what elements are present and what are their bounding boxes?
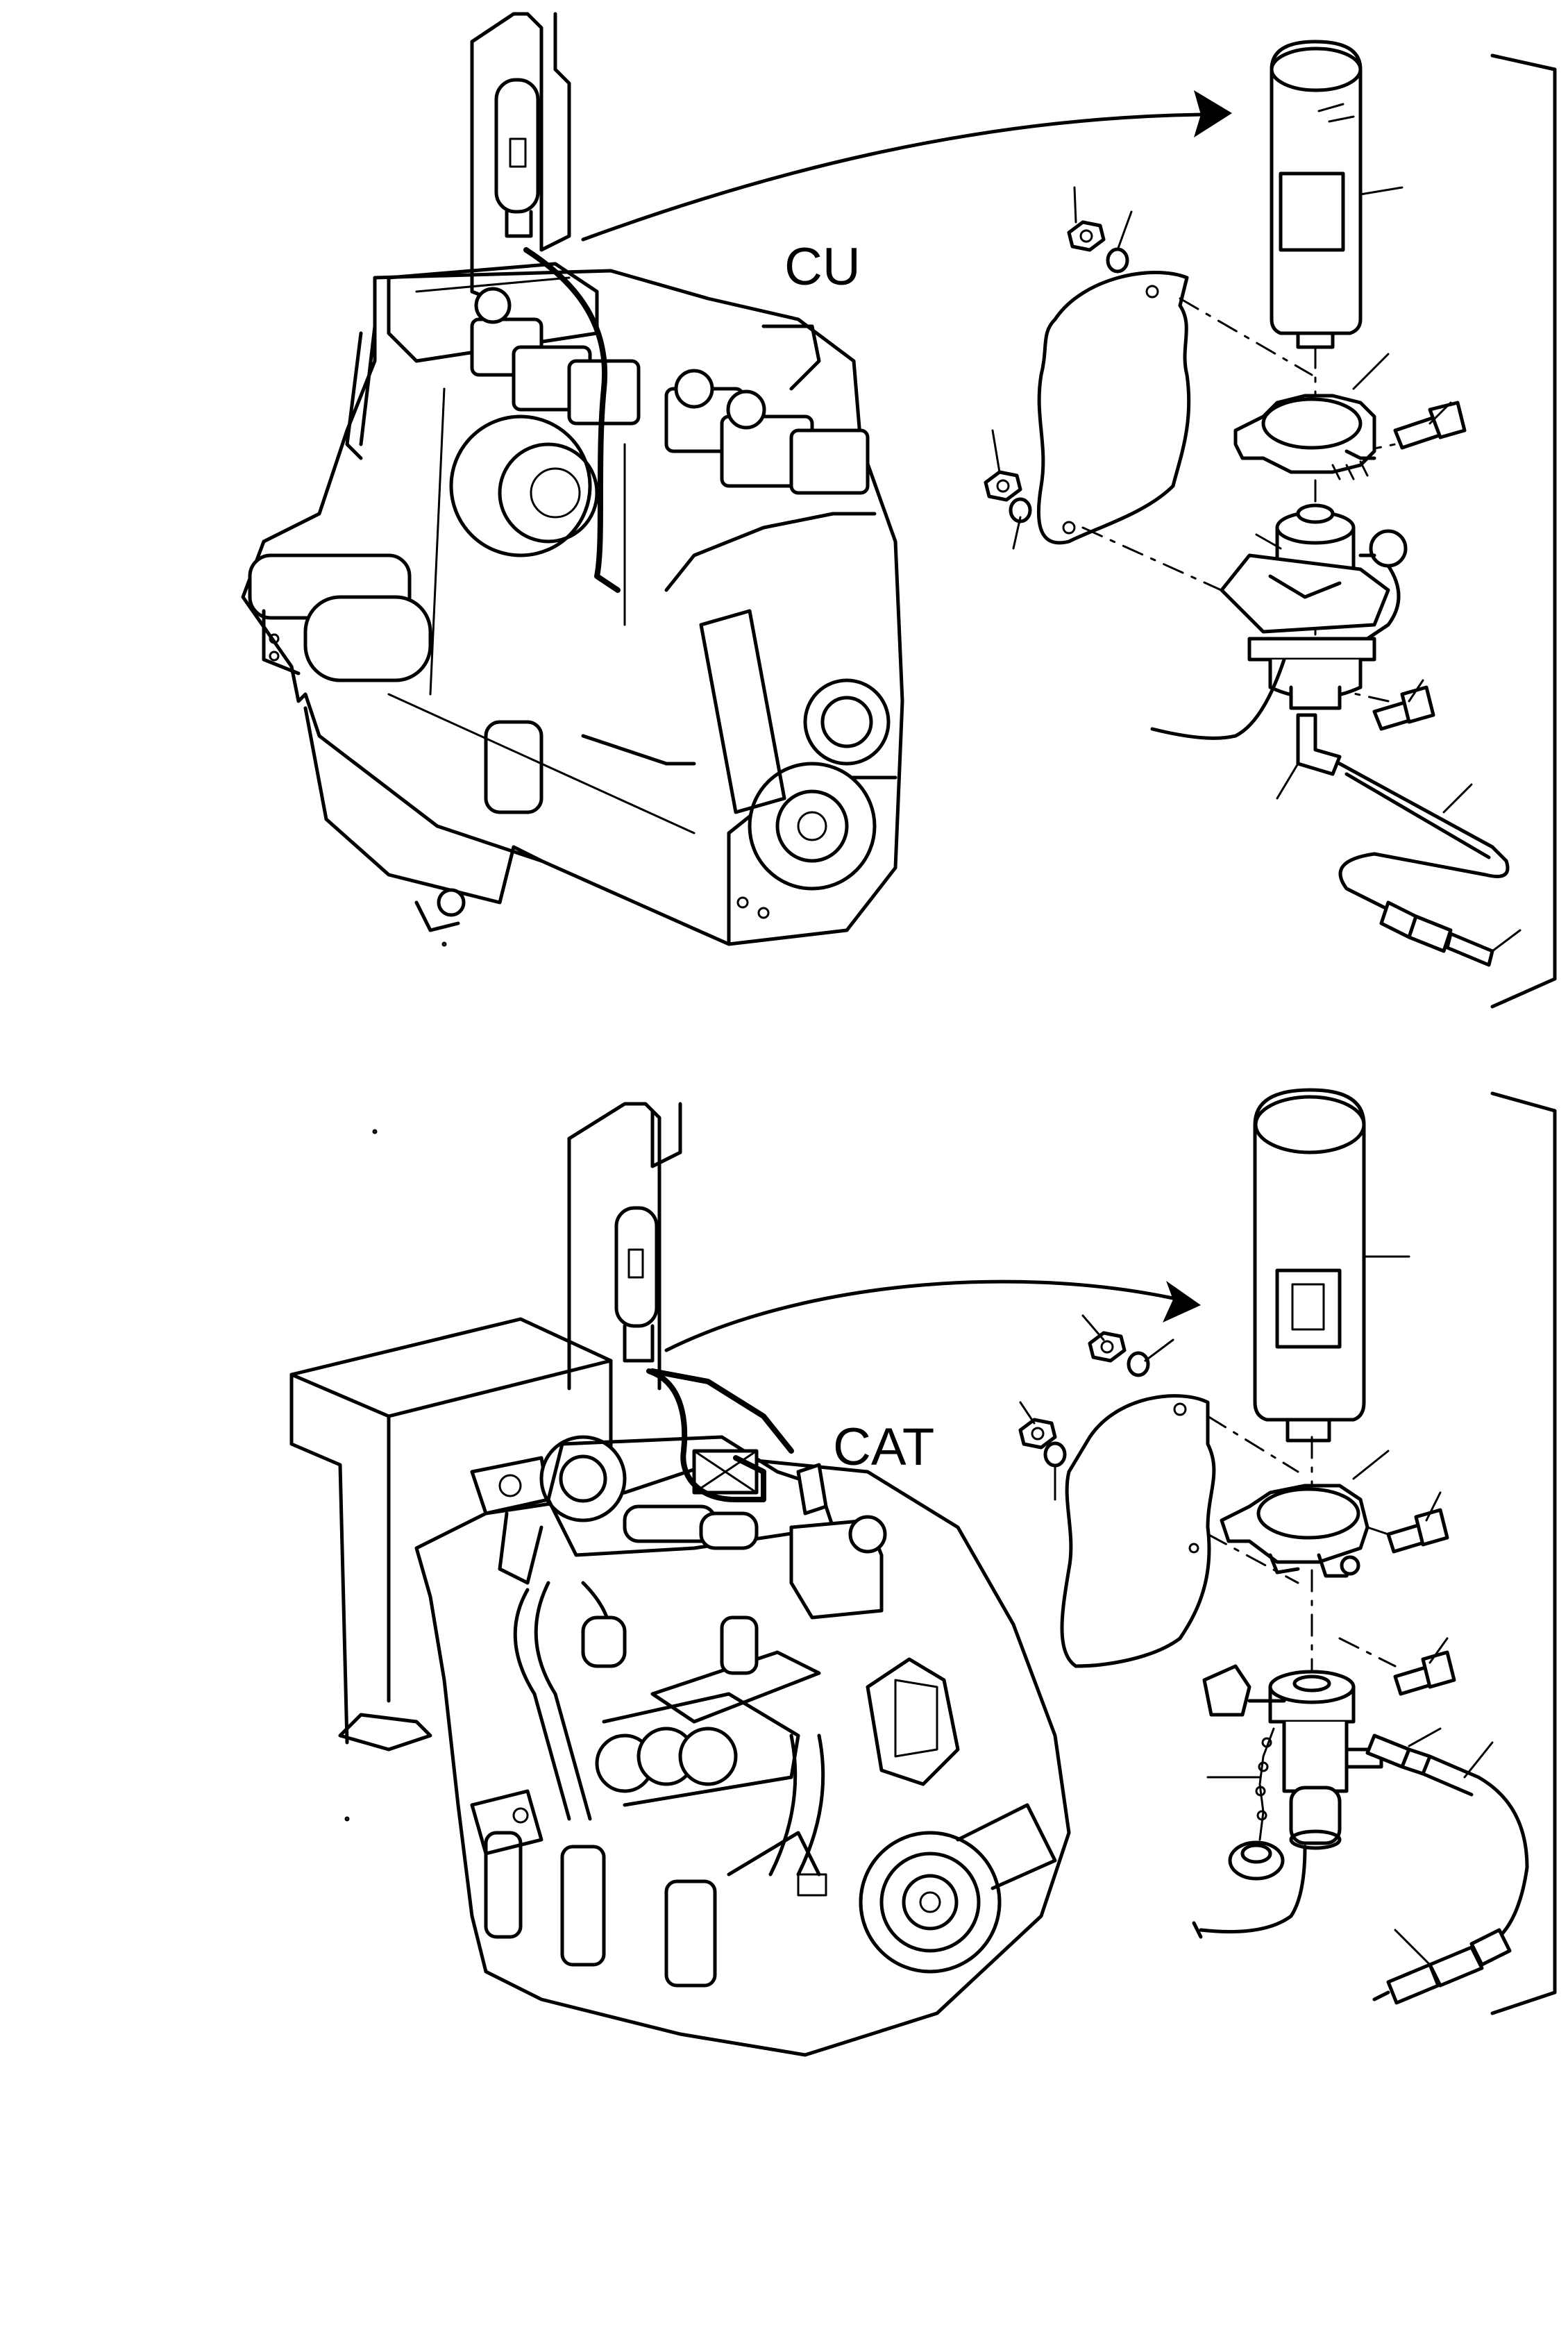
cat-bracket-clamp (1220, 1484, 1369, 1578)
cu-engine-illustration (241, 12, 904, 946)
cat-sensor (1372, 1928, 1512, 2005)
cat-exploded-parts (1018, 1088, 1557, 2015)
cu-fuel-line (523, 247, 621, 593)
cu-arrow (581, 90, 1232, 242)
cu-view: CU (241, 12, 1557, 1009)
cu-nut-upper (1067, 220, 1129, 274)
cat-drain-cap (1228, 1727, 1285, 1881)
cu-gasket (1036, 271, 1191, 545)
cat-fuel-line (646, 1368, 766, 1502)
cat-nut-lower (1018, 1418, 1067, 1468)
cu-sensor (1379, 900, 1494, 967)
cu-group-bracket (1490, 53, 1557, 1009)
cu-label: CU (784, 237, 861, 296)
cat-label: CAT (833, 1418, 934, 1477)
cu-filter-cartridge (1270, 40, 1363, 349)
cat-filter-cartridge (1253, 1088, 1366, 1443)
cat-nut-upper (1088, 1331, 1150, 1377)
cat-group-bracket (1490, 1091, 1557, 2015)
cu-wire (1150, 657, 1286, 740)
cat-view: CAT (289, 1088, 1557, 2057)
cat-bolt-lower (1393, 1650, 1456, 1696)
cu-bolt-upper (1393, 401, 1467, 450)
cat-gasket (1060, 1394, 1216, 1668)
cat-arrow (664, 1279, 1201, 1352)
cat-bolt-upper (1386, 1508, 1449, 1554)
cu-nut-lower (984, 470, 1032, 523)
cu-bracket-clamp (1233, 394, 1376, 480)
cu-exploded-parts (984, 40, 1557, 1009)
cu-filter-head (1220, 503, 1408, 710)
cat-engine-illustration (289, 1102, 1071, 2057)
cat-filter-head (1202, 1664, 1383, 1850)
cu-elbow (1296, 713, 1342, 776)
cu-bolt-lower (1372, 685, 1435, 731)
